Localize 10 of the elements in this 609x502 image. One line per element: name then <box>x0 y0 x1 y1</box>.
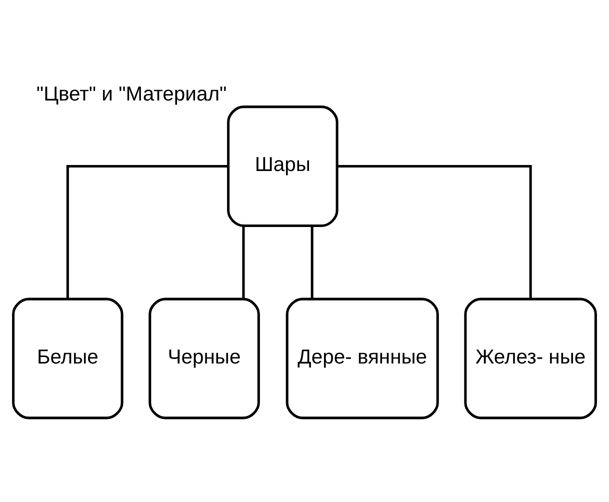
connector <box>337 165 532 299</box>
node-box: Черные <box>148 298 260 420</box>
node-box: Белые <box>12 298 124 420</box>
node-box: Шары <box>227 106 338 227</box>
connector <box>66 165 228 299</box>
connector <box>310 226 314 299</box>
node-box: Дере- вянные <box>286 298 439 420</box>
node-label: "Цвет" и "Материал" <box>36 83 227 106</box>
connector <box>242 226 245 299</box>
node-box: Желез- ные <box>464 298 597 420</box>
